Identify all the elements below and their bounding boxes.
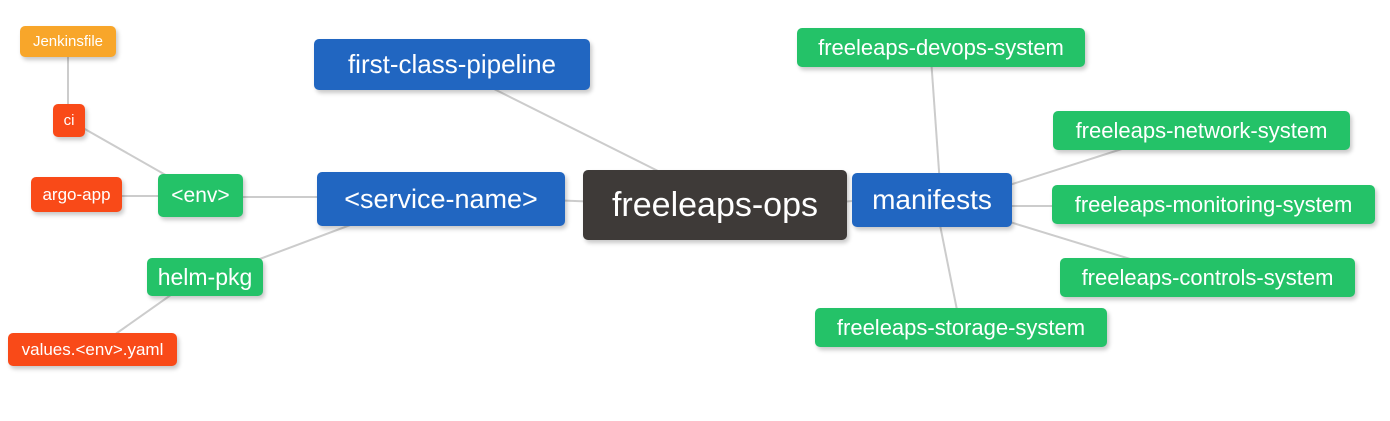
node-freeleaps-controls-system[interactable]: freeleaps-controls-system: [1060, 258, 1355, 297]
edge-manifests-freeleaps-network-system: [999, 147, 1126, 189]
node-freeleaps-network-system[interactable]: freeleaps-network-system: [1053, 111, 1350, 150]
edge-first-class-pipeline-freeleaps-ops: [489, 86, 661, 173]
edge-manifests-freeleaps-controls-system: [999, 218, 1141, 263]
node-values-env-yaml[interactable]: values.<env>.yaml: [8, 333, 177, 366]
node-manifests[interactable]: manifests: [852, 173, 1012, 227]
node-jenkinsfile[interactable]: Jenkinsfile: [20, 26, 116, 57]
edge-manifests-freeleaps-storage-system: [937, 214, 959, 316]
node-freeleaps-storage-system[interactable]: freeleaps-storage-system: [815, 308, 1107, 347]
node-freeleaps-monitoring-system[interactable]: freeleaps-monitoring-system: [1052, 185, 1375, 224]
node-helm-pkg[interactable]: helm-pkg: [147, 258, 263, 296]
edge-manifests-freeleaps-devops-system: [930, 57, 941, 186]
node-freeleaps-devops-system[interactable]: freeleaps-devops-system: [797, 28, 1085, 67]
node-freeleaps-ops[interactable]: freeleaps-ops: [583, 170, 847, 240]
node-first-class-pipeline[interactable]: first-class-pipeline: [314, 39, 590, 90]
node-env[interactable]: <env>: [158, 174, 243, 217]
node-ci[interactable]: ci: [53, 104, 85, 137]
node-argo-app[interactable]: argo-app: [31, 177, 122, 212]
node-service-name[interactable]: <service-name>: [317, 172, 565, 226]
